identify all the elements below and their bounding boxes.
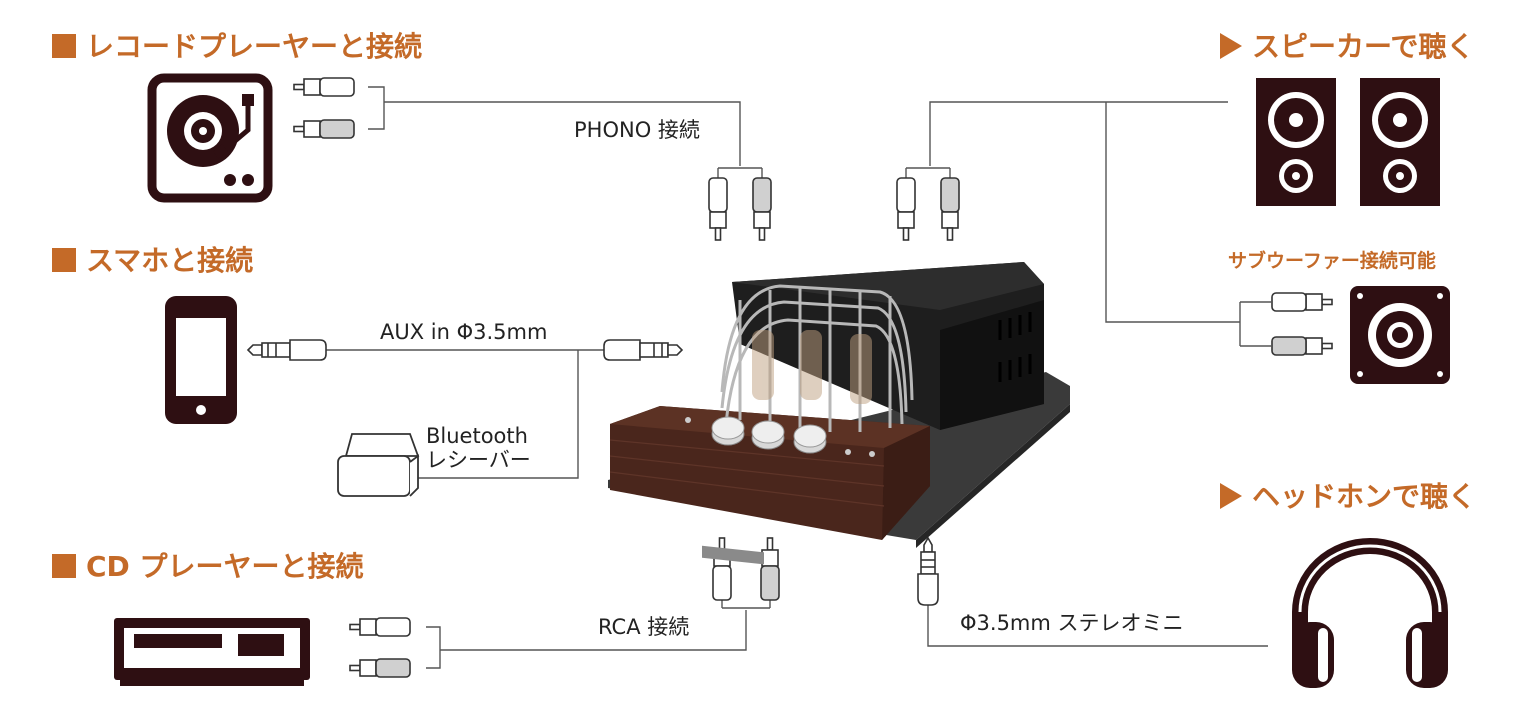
heading-text: スマホと接続 (86, 244, 254, 277)
subwoofer-icon (1350, 286, 1450, 384)
smartphone-icon (165, 296, 237, 424)
cd-player-icon (114, 618, 310, 686)
mini-plug-icon (603, 339, 684, 361)
headphones-icon (1292, 538, 1448, 688)
label-stereo-mini: Φ3.5mm ステレオミニ (960, 611, 1184, 635)
heading-cd-player: CD プレーヤーと接続 (52, 553, 364, 581)
mini-plug-icon (917, 536, 939, 606)
heading-text: CD プレーヤーと接続 (86, 550, 364, 583)
square-bullet-icon (52, 248, 76, 272)
heading-text: スピーカーで聴く (1252, 30, 1475, 63)
triangle-bullet-icon (1220, 33, 1242, 59)
label-aux: AUX in Φ3.5mm (380, 320, 548, 344)
rca-plug-icon (1271, 292, 1333, 356)
heading-smartphone: スマホと接続 (52, 247, 253, 275)
heading-text: レコードプレーヤーと接続 (86, 30, 423, 63)
speaker-icon (1360, 78, 1440, 206)
mini-plug-icon (246, 339, 327, 361)
label-bluetooth-receiver: Bluetooth レシーバー (426, 424, 531, 472)
selector-knob (751, 420, 785, 450)
square-bullet-icon (52, 34, 76, 58)
heading-speaker: スピーカーで聴く (1220, 33, 1474, 61)
speaker-icon (1256, 78, 1336, 206)
tube-amplifier (608, 262, 1070, 565)
triangle-bullet-icon (1220, 483, 1242, 509)
bluetooth-receiver-icon (337, 433, 420, 497)
heading-record-player: レコードプレーヤーと接続 (52, 33, 422, 61)
volume-knob (711, 416, 745, 446)
label-phono: PHONO 接続 (574, 118, 700, 142)
square-bullet-icon (52, 554, 76, 578)
heading-headphone: ヘッドホンで聴く (1220, 483, 1476, 511)
rca-plug-icon (712, 537, 780, 601)
heading-text: ヘッドホンで聴く (1252, 480, 1477, 513)
cable-lines (326, 86, 1268, 669)
subheading-subwoofer: サブウーファー接続可能 (1228, 250, 1436, 272)
rca-plug-icon (293, 77, 355, 139)
tone-knob (793, 424, 827, 454)
label-rca: RCA 接続 (598, 615, 690, 639)
turntable-icon (147, 73, 273, 203)
label-bluetooth-line1: Bluetooth (426, 424, 528, 448)
label-bluetooth-line2: レシーバー (426, 448, 531, 473)
rca-plug-icon (349, 617, 411, 678)
rca-plug-icon (708, 177, 960, 241)
